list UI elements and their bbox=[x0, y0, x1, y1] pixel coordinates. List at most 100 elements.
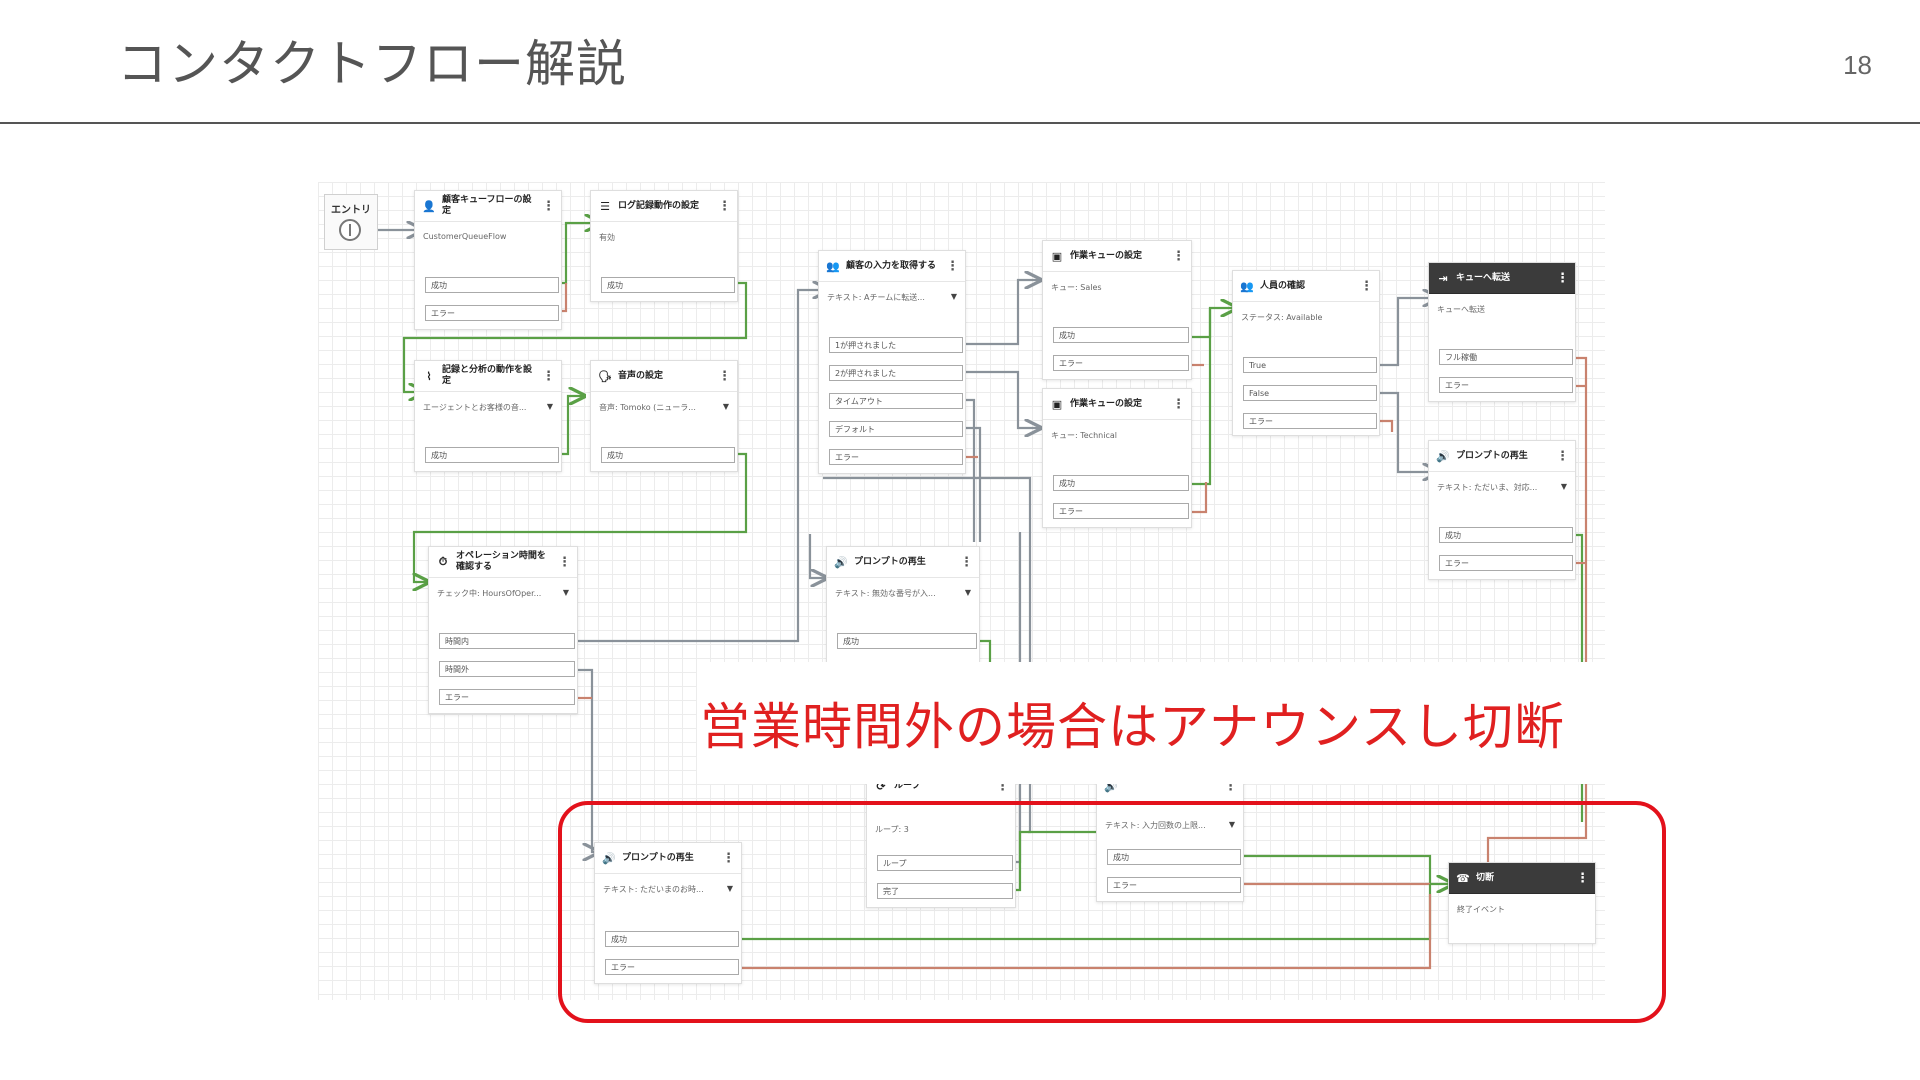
port-at-capacity[interactable]: フル稼働 bbox=[1439, 349, 1573, 365]
highlight-frame bbox=[558, 801, 1666, 1023]
port-success[interactable]: 成功 bbox=[1053, 475, 1189, 491]
port-success[interactable]: 成功 bbox=[1439, 527, 1573, 543]
port-true[interactable]: True bbox=[1243, 357, 1377, 373]
port-in-hours[interactable]: 時間内 bbox=[439, 633, 575, 649]
port-pressed-1[interactable]: 1が押されました bbox=[829, 337, 963, 353]
kebab-menu-icon[interactable]: ⋮ bbox=[542, 198, 555, 214]
chevron-down-icon[interactable]: ▼ bbox=[1560, 482, 1567, 491]
chevron-down-icon[interactable]: ▼ bbox=[1228, 820, 1235, 829]
port-success[interactable]: 成功 bbox=[601, 277, 735, 293]
kebab-menu-icon[interactable]: ⋮ bbox=[1576, 870, 1589, 886]
callout-text: 営業時間外の場合はアナウンスし切断 bbox=[700, 698, 1565, 756]
port-false[interactable]: False bbox=[1243, 385, 1377, 401]
node-logging-behavior[interactable]: ☰ ログ記録動作の設定 ⋮ 有効 成功 bbox=[590, 190, 738, 302]
port-success[interactable]: 成功 bbox=[837, 633, 977, 649]
entry-point[interactable]: エントリ bbox=[324, 194, 378, 250]
node-title: 顧客キューフローの設定 bbox=[442, 195, 532, 216]
node-subtitle: ループ: 3 bbox=[875, 825, 909, 834]
node-set-queue-technical[interactable]: ▣作業キューの設定⋮ キュー: Technical 成功 エラー bbox=[1042, 388, 1192, 528]
node-recording-analytics[interactable]: ⌇記録と分析の動作を設定⋮ エージェントとお客様の音...▼ 成功 bbox=[414, 360, 562, 472]
flow-canvas[interactable]: エントリ 👤顧客キューフローの設定⋮ CustomerQueueFlow 成功 … bbox=[318, 182, 1605, 1000]
kebab-menu-icon[interactable]: ⋮ bbox=[946, 258, 959, 274]
port-error[interactable]: エラー bbox=[1439, 555, 1573, 571]
port-error[interactable]: エラー bbox=[605, 959, 739, 975]
node-title: 記録と分析の動作を設定 bbox=[442, 365, 533, 386]
port-complete[interactable]: 完了 bbox=[877, 883, 1013, 899]
node-subtitle: テキスト: Aチームに転送... bbox=[827, 293, 925, 302]
port-out-of-hours[interactable]: 時間外 bbox=[439, 661, 575, 677]
port-error[interactable]: エラー bbox=[1243, 413, 1377, 429]
node-subtitle: 終了イベント bbox=[1457, 905, 1505, 914]
kebab-menu-icon[interactable]: ⋮ bbox=[722, 850, 735, 866]
node-loop[interactable]: ⟳ループ⋮ ループ: 3 ループ 完了 bbox=[866, 770, 1016, 908]
node-title: ログ記録動作の設定 bbox=[618, 200, 700, 211]
speaker-icon: 🔊 bbox=[1436, 449, 1450, 463]
port-default[interactable]: デフォルト bbox=[829, 421, 963, 437]
port-success[interactable]: 成功 bbox=[1053, 327, 1189, 343]
port-error[interactable]: エラー bbox=[1053, 355, 1189, 371]
node-voice-settings[interactable]: 🗣音声の設定⋮ 音声: Tomoko (ニューラ...▼ 成功 bbox=[590, 360, 738, 472]
entry-start-icon bbox=[339, 219, 361, 241]
port-error[interactable]: エラー bbox=[1053, 503, 1189, 519]
kebab-menu-icon[interactable]: ⋮ bbox=[558, 554, 571, 570]
chevron-down-icon[interactable]: ▼ bbox=[726, 884, 733, 893]
kebab-menu-icon[interactable]: ⋮ bbox=[718, 198, 731, 214]
node-subtitle: チェック中: HoursOfOper... bbox=[437, 589, 542, 598]
port-timeout[interactable]: タイムアウト bbox=[829, 393, 963, 409]
hang-up-icon: ☎ bbox=[1456, 871, 1470, 885]
port-success[interactable]: 成功 bbox=[605, 931, 739, 947]
entry-label: エントリ bbox=[331, 205, 371, 216]
port-error[interactable]: エラー bbox=[829, 449, 963, 465]
kebab-menu-icon[interactable]: ⋮ bbox=[1172, 396, 1185, 412]
kebab-menu-icon[interactable]: ⋮ bbox=[960, 554, 973, 570]
kebab-menu-icon[interactable]: ⋮ bbox=[1360, 278, 1373, 294]
kebab-menu-icon[interactable]: ⋮ bbox=[1556, 270, 1569, 286]
port-success[interactable]: 成功 bbox=[601, 447, 735, 463]
chevron-down-icon[interactable]: ▼ bbox=[964, 588, 971, 597]
node-check-staffing[interactable]: 👥人員の確認⋮ ステータス: Available True False エラー bbox=[1232, 270, 1380, 436]
node-prompt-invalid[interactable]: 🔊プロンプトの再生⋮ テキスト: 無効な番号が入...▼ 成功 bbox=[826, 546, 980, 666]
clock-check-icon: ⏱ bbox=[438, 555, 448, 568]
port-error[interactable]: エラー bbox=[439, 689, 575, 705]
node-title: プロンプトの再生 bbox=[1456, 450, 1528, 461]
node-title: キューへ転送 bbox=[1456, 272, 1511, 283]
kebab-menu-icon[interactable]: ⋮ bbox=[1556, 448, 1569, 464]
node-disconnect[interactable]: ☎切断⋮ 終了イベント bbox=[1448, 862, 1596, 944]
node-prompt-closed[interactable]: 🔊プロンプトの再生⋮ テキスト: ただいまのお時...▼ 成功 エラー bbox=[594, 842, 742, 984]
kebab-menu-icon[interactable]: ⋮ bbox=[1172, 248, 1185, 264]
node-title: プロンプトの再生 bbox=[854, 556, 926, 567]
port-error[interactable]: エラー bbox=[425, 305, 559, 321]
node-title: 音声の設定 bbox=[618, 370, 664, 381]
node-prompt-busy[interactable]: 🔊 プロンプトの再生 ⋮ テキスト: ただいま、対応... ▼ 成功 エラー bbox=[1428, 440, 1576, 580]
chevron-down-icon[interactable]: ▼ bbox=[722, 402, 729, 411]
node-get-customer-input[interactable]: 👥顧客の入力を取得する⋮ テキスト: Aチームに転送...▼ 1が押されました … bbox=[818, 250, 966, 474]
port-success[interactable]: 成功 bbox=[425, 447, 559, 463]
node-prompt-limit[interactable]: 🔊⋮ テキスト: 入力回数の上限...▼ 成功 エラー bbox=[1096, 770, 1244, 902]
node-subtitle: 音声: Tomoko (ニューラ... bbox=[599, 403, 696, 412]
node-subtitle: ステータス: Available bbox=[1241, 313, 1323, 322]
node-subtitle: テキスト: ただいま、対応... bbox=[1437, 483, 1538, 492]
queue-icon: ▣ bbox=[1051, 397, 1063, 411]
node-transfer-to-queue[interactable]: ⇥キューへ転送⋮ キューへ転送 フル稼働 エラー bbox=[1428, 262, 1576, 402]
port-error[interactable]: エラー bbox=[1107, 877, 1241, 893]
log-list-icon: ☰ bbox=[600, 199, 610, 213]
node-subtitle: キュー: Sales bbox=[1051, 283, 1102, 292]
node-title: 顧客の入力を取得する bbox=[846, 260, 937, 271]
kebab-menu-icon[interactable]: ⋮ bbox=[718, 368, 731, 384]
kebab-menu-icon[interactable]: ⋮ bbox=[542, 368, 555, 384]
port-pressed-2[interactable]: 2が押されました bbox=[829, 365, 963, 381]
port-success[interactable]: 成功 bbox=[1107, 849, 1241, 865]
chevron-down-icon[interactable]: ▼ bbox=[950, 292, 957, 301]
node-title: 作業キューの設定 bbox=[1070, 398, 1143, 409]
port-success[interactable]: 成功 bbox=[425, 277, 559, 293]
chevron-down-icon[interactable]: ▼ bbox=[546, 402, 553, 411]
node-subtitle: 有効 bbox=[599, 233, 615, 242]
queue-icon: ▣ bbox=[1051, 249, 1063, 263]
node-customer-queue-flow[interactable]: 👤顧客キューフローの設定⋮ CustomerQueueFlow 成功 エラー bbox=[414, 190, 562, 330]
chevron-down-icon[interactable]: ▼ bbox=[562, 588, 569, 597]
speaker-icon: 🔊 bbox=[834, 555, 848, 569]
port-error[interactable]: エラー bbox=[1439, 377, 1573, 393]
port-loop[interactable]: ループ bbox=[877, 855, 1013, 871]
node-check-hours[interactable]: ⏱オペレーション時間を確認する⋮ チェック中: HoursOfOper...▼ … bbox=[428, 546, 578, 714]
node-set-queue-sales[interactable]: ▣作業キューの設定⋮ キュー: Sales 成功 エラー bbox=[1042, 240, 1192, 380]
